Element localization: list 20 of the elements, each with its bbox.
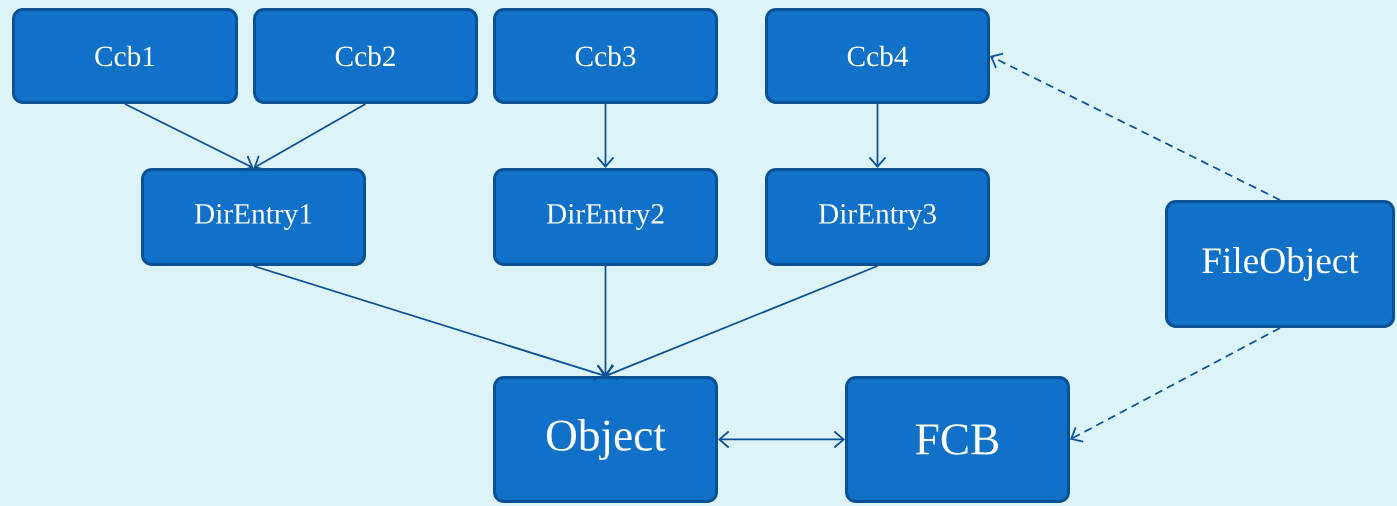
arrow [253,103,367,171]
arrow [596,103,615,168]
process-box: DirEntry3 [765,168,990,266]
arrow [868,103,887,168]
arrow [124,103,254,172]
process-box: Ccb4 [765,8,990,104]
process-box: Ccb3 [493,8,718,104]
process-box: FCB [845,376,1070,503]
process-box: FileObject [1165,200,1395,328]
arrow [605,265,879,381]
arrow [596,265,615,376]
arrow [990,52,1281,201]
process-box: Ccb2 [253,8,478,104]
process-box: Ccb1 [12,8,238,104]
process-box: DirEntry1 [141,168,366,266]
arrow [718,430,845,449]
process-box: Object [493,376,718,503]
arrow [1070,327,1281,443]
process-box: DirEntry2 [493,168,718,266]
arrow [252,265,606,382]
